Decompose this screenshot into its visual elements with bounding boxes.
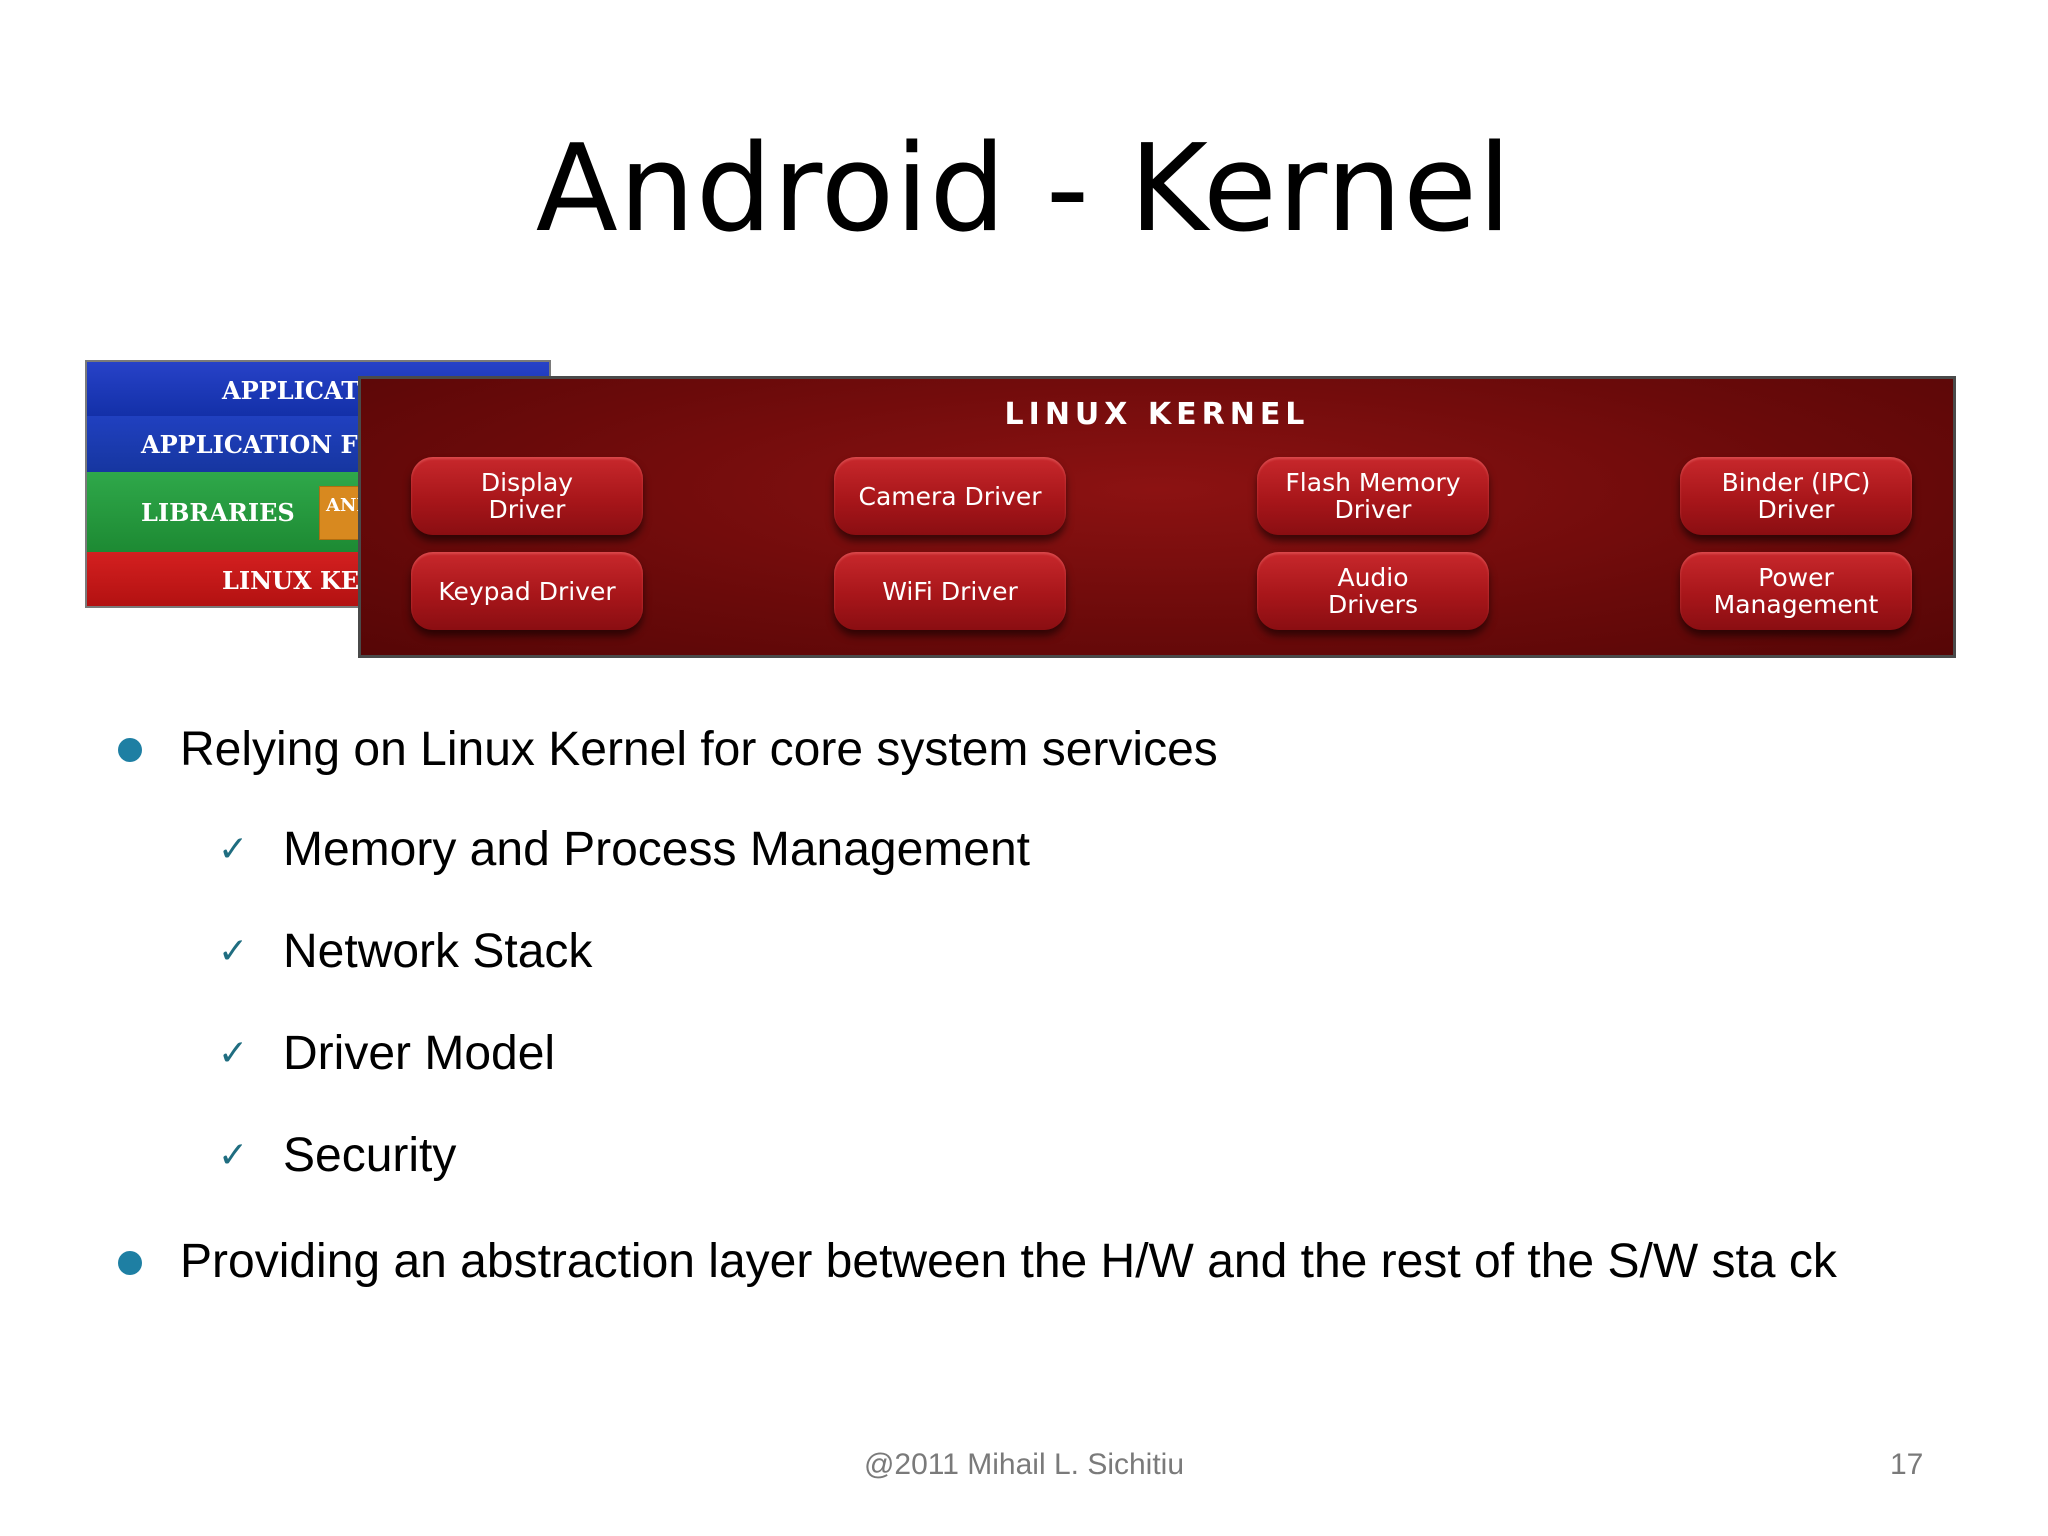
bullet-dot-icon bbox=[118, 1251, 142, 1275]
sub-bullet-item: Driver Model bbox=[283, 1027, 556, 1080]
sub-bullet-item: Network Stack bbox=[283, 925, 593, 978]
slide-title: Android - Kernel bbox=[535, 120, 1513, 259]
driver-camera: Camera Driver bbox=[834, 457, 1066, 535]
driver-audio: Audio Drivers bbox=[1257, 552, 1489, 630]
driver-flash-memory: Flash Memory Driver bbox=[1257, 457, 1489, 535]
checkmark-icon: ✓ bbox=[218, 931, 249, 972]
footer-copyright: @2011 Mihail L. Sichitiu bbox=[863, 1448, 1185, 1481]
sub-bullet-item: Security bbox=[283, 1129, 457, 1182]
driver-binder-ipc: Binder (IPC) Driver bbox=[1680, 457, 1912, 535]
driver-keypad: Keypad Driver bbox=[411, 552, 643, 630]
driver-power-management: Power Management bbox=[1680, 552, 1912, 630]
checkmark-icon: ✓ bbox=[218, 829, 249, 870]
stack-row-label: APPLICATI bbox=[222, 376, 371, 405]
sub-bullet-item: Memory and Process Management bbox=[283, 823, 1030, 876]
bullet-item: Providing an abstraction layer between t… bbox=[180, 1235, 1837, 1288]
stack-row-label: APPLICATION FR bbox=[141, 430, 378, 459]
stack-row-label: LINUX KER bbox=[222, 566, 380, 595]
linux-kernel-panel: Linux Kernel Display Driver Camera Drive… bbox=[358, 376, 1956, 658]
bullet-dot-icon bbox=[118, 738, 142, 762]
stack-row-label: LIBRARIES bbox=[141, 498, 295, 527]
kernel-title: Linux Kernel bbox=[1004, 397, 1310, 432]
checkmark-icon: ✓ bbox=[218, 1033, 249, 1074]
driver-display: Display Driver bbox=[411, 457, 643, 535]
bullet-item: Relying on Linux Kernel for core system … bbox=[180, 723, 1218, 776]
page-number: 17 bbox=[1890, 1448, 1924, 1481]
driver-wifi: WiFi Driver bbox=[834, 552, 1066, 630]
checkmark-icon: ✓ bbox=[218, 1135, 249, 1176]
